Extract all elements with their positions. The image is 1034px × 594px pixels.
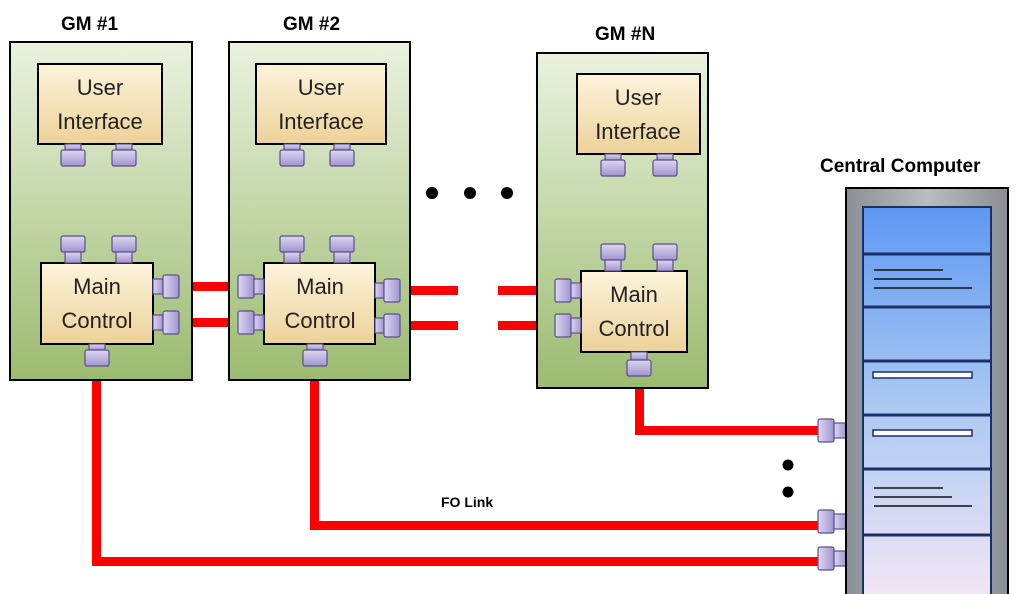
connector — [64, 143, 82, 151]
connector — [162, 274, 180, 299]
connector — [64, 251, 82, 264]
fo-link-label: FO Link — [441, 494, 493, 510]
main-control-box — [263, 262, 376, 345]
connector — [652, 243, 678, 261]
connector — [279, 235, 305, 253]
connector — [374, 317, 385, 334]
central-computer-title: Central Computer — [820, 156, 981, 177]
ui-label-line2: Interface — [595, 119, 681, 144]
connector — [817, 546, 835, 571]
connector — [374, 282, 385, 299]
connector — [333, 143, 351, 151]
gm-title: GM #N — [595, 24, 655, 45]
link-gm1-central-v — [92, 364, 101, 566]
connector — [283, 143, 301, 151]
user-interface-box — [37, 63, 163, 145]
connector — [554, 278, 572, 303]
connector — [115, 251, 133, 264]
connector — [554, 313, 572, 338]
connector — [283, 251, 301, 264]
connector — [833, 513, 847, 530]
link-gm2-out-top — [398, 286, 458, 295]
link-gm2-central-v — [310, 364, 319, 530]
connector — [833, 550, 847, 567]
link-gm1-gm2-bottom — [178, 318, 240, 327]
document-lines-icon — [874, 269, 972, 507]
connectors — [60, 143, 678, 377]
link-gmn-in-top — [498, 286, 556, 295]
connector — [306, 343, 324, 351]
connector — [111, 149, 137, 167]
connector — [604, 259, 622, 272]
ui-label-line1: User — [298, 75, 344, 100]
link-gmn-central-v — [635, 375, 644, 435]
connector — [60, 149, 86, 167]
gm-title: GM #1 — [61, 14, 118, 35]
link-gm2-out-bottom — [398, 321, 458, 330]
ui-label-line1: User — [615, 85, 661, 110]
connector — [237, 274, 255, 299]
user-interface-box — [576, 73, 701, 155]
gm-module-1: GM #1 User Interface Main Control — [9, 14, 193, 381]
connector — [570, 317, 582, 334]
connector — [600, 243, 626, 261]
connector — [88, 343, 106, 351]
connector — [115, 143, 133, 151]
connector — [817, 509, 835, 534]
drive-slot-icon — [872, 371, 973, 437]
connector — [383, 313, 401, 338]
more-links-ellipsis — [782, 459, 794, 498]
main-control-box — [580, 270, 688, 353]
connector — [329, 149, 355, 167]
connector — [162, 310, 180, 335]
link-gmn-in-bottom — [498, 321, 556, 330]
more-modules-ellipsis — [426, 187, 513, 199]
connector — [302, 349, 328, 367]
connector — [656, 259, 674, 272]
connector — [383, 278, 401, 303]
connector — [253, 314, 265, 331]
central-computer: Central Computer — [820, 156, 1009, 594]
connector — [333, 251, 351, 264]
connector — [833, 422, 847, 439]
connector — [817, 418, 835, 443]
ui-label-line1: User — [77, 75, 123, 100]
connector — [152, 278, 164, 295]
connector — [570, 282, 582, 299]
connector — [604, 153, 622, 161]
connector — [329, 235, 355, 253]
ui-label-line2: Interface — [57, 109, 143, 134]
connectors-horizontal — [152, 274, 847, 571]
link-gmn-central-h — [635, 426, 820, 435]
connector — [84, 349, 110, 367]
connector — [111, 235, 137, 253]
connector — [656, 153, 674, 161]
connector — [152, 314, 164, 331]
connector — [600, 159, 626, 177]
mc-label-line1: Main — [610, 282, 658, 307]
computer-screen — [862, 206, 992, 594]
mc-label-line1: Main — [73, 274, 121, 299]
connector — [60, 235, 86, 253]
ui-label-line2: Interface — [278, 109, 364, 134]
mc-label-line2: Control — [62, 308, 133, 333]
connector — [237, 310, 255, 335]
connector — [253, 278, 265, 295]
connector — [652, 159, 678, 177]
user-interface-box — [255, 63, 387, 145]
connector — [279, 149, 305, 167]
main-control-box — [40, 262, 154, 345]
mc-label-line2: Control — [285, 308, 356, 333]
rack-dividers — [863, 252, 991, 537]
mc-label-line2: Control — [599, 316, 670, 341]
connector — [630, 351, 648, 361]
link-gm2-central-h — [310, 521, 820, 530]
mc-label-line1: Main — [296, 274, 344, 299]
gm-title: GM #2 — [283, 14, 340, 35]
connector — [626, 359, 652, 377]
link-gm1-gm2-top — [178, 282, 240, 291]
link-gm1-central-h — [92, 557, 820, 566]
